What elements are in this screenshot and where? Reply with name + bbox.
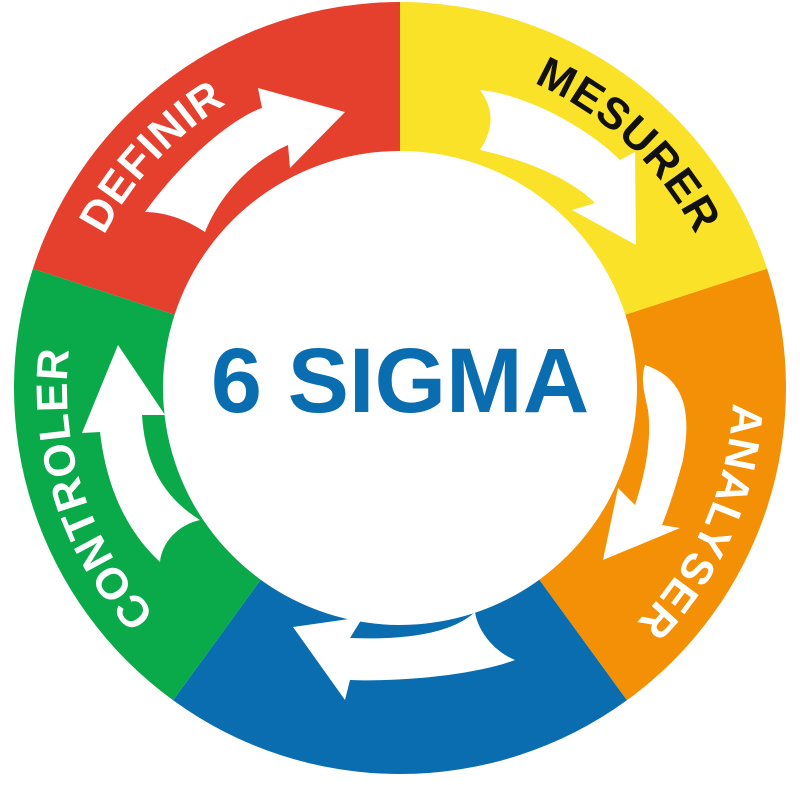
- arrow-mesurer-icon: [480, 90, 636, 245]
- arrow-controler-icon: [82, 345, 200, 562]
- arrow-analyser-icon: [603, 365, 687, 560]
- arrow-innover-icon: [293, 612, 515, 700]
- center-title: 6 SIGMA: [211, 330, 589, 432]
- label-innover: INNOVER: [288, 781, 514, 785]
- arrow-definir-icon: [145, 88, 345, 232]
